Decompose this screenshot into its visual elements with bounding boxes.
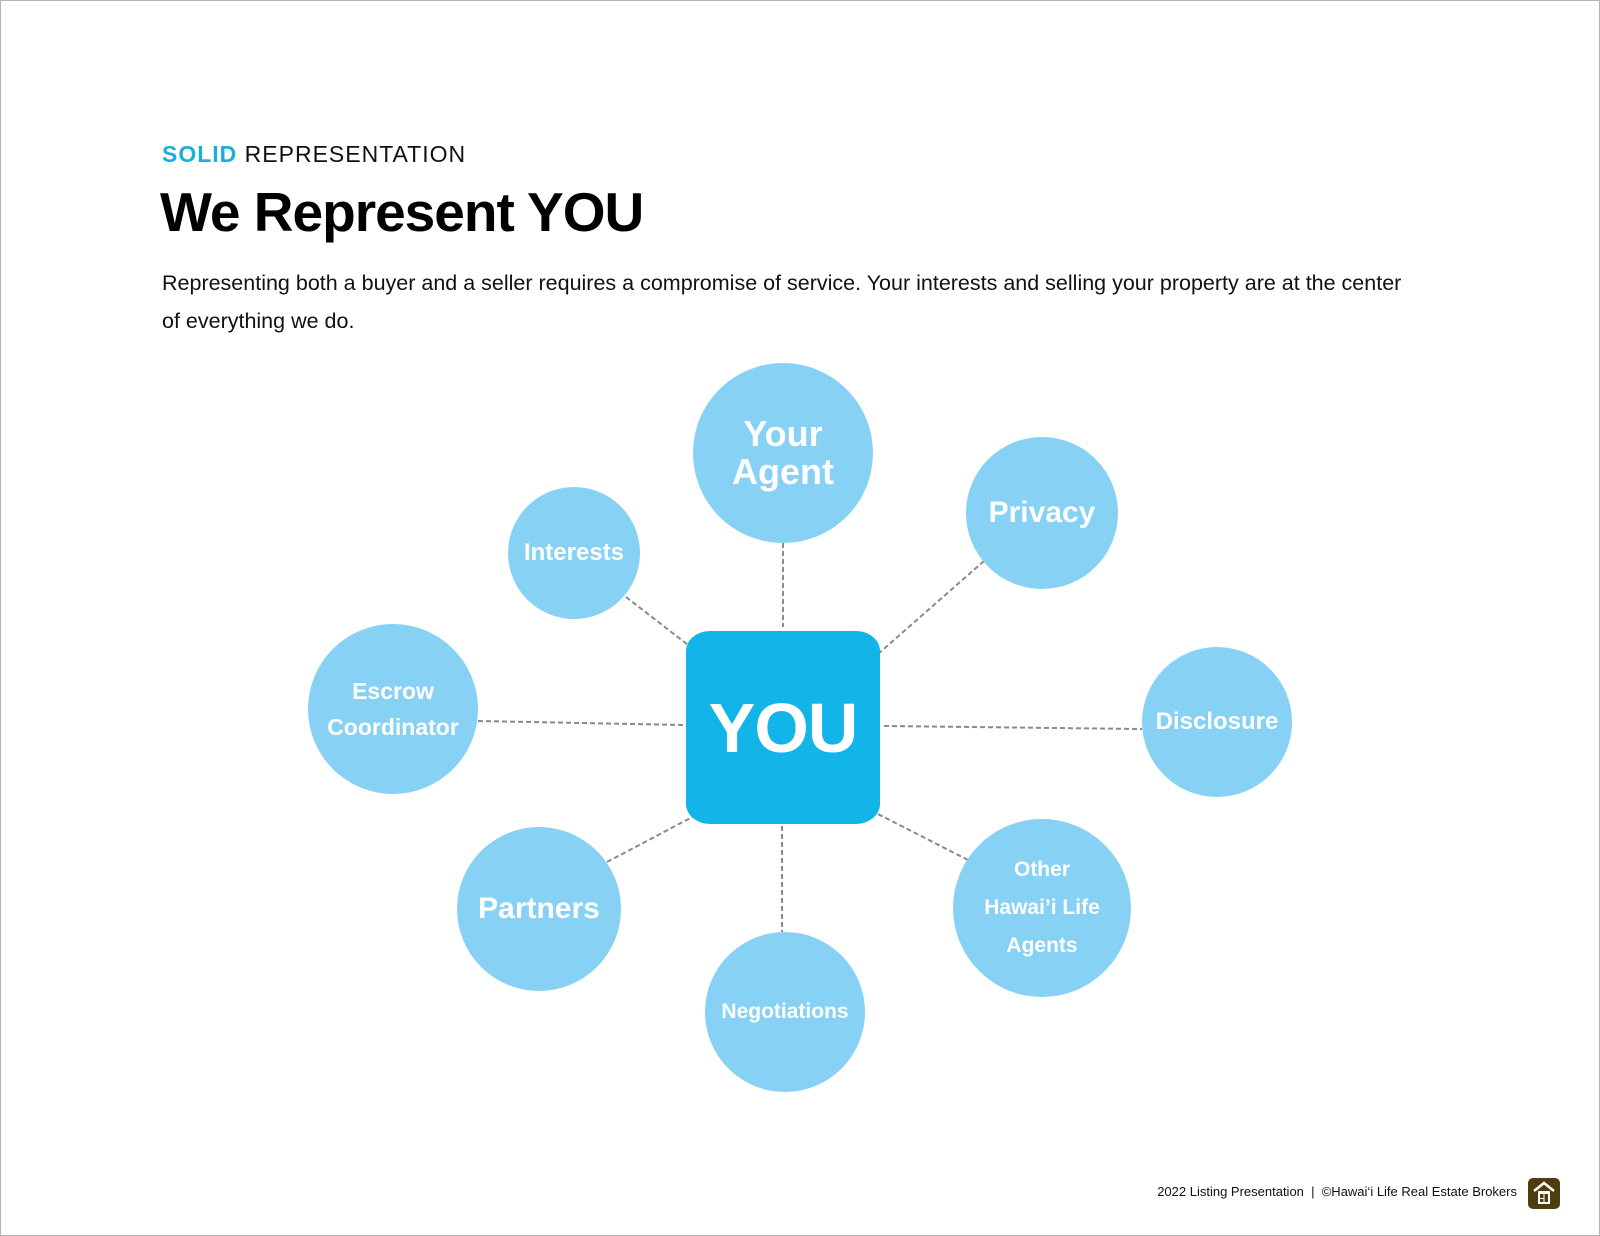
node-privacy: Privacy: [966, 437, 1118, 589]
eyebrow-rest: REPRESENTATION: [244, 141, 467, 167]
node-escrow-coordinator: Escrow Coordinator: [308, 624, 478, 794]
page-title: We Represent YOU: [160, 181, 644, 243]
link-privacy: [877, 560, 985, 655]
section-eyebrow: SOLID REPRESENTATION: [162, 141, 466, 168]
node-your-agent: Your Agent: [693, 363, 873, 543]
center-label: YOU: [708, 688, 859, 767]
node-disclosure: Disclosure: [1142, 647, 1292, 797]
node-negotiations: Negotiations: [705, 932, 865, 1092]
node-interests: Interests: [508, 487, 640, 619]
link-partners: [606, 813, 699, 863]
link-escrow: [477, 720, 685, 726]
center-you-box: YOU: [686, 631, 880, 824]
link-interests: [625, 596, 693, 649]
footer-text: 2022 Listing Presentation | ©Hawai‘i Lif…: [1157, 1184, 1517, 1199]
house-logo-icon: [1528, 1178, 1560, 1209]
intro-paragraph: Representing both a buyer and a seller r…: [162, 271, 1402, 333]
link-disclosure: [883, 725, 1143, 730]
eyebrow-accent: SOLID: [162, 141, 238, 167]
link-other-agents: [875, 812, 969, 861]
node-other-agents: Other Hawai’i Life Agents: [953, 819, 1131, 997]
node-partners: Partners: [457, 827, 621, 991]
